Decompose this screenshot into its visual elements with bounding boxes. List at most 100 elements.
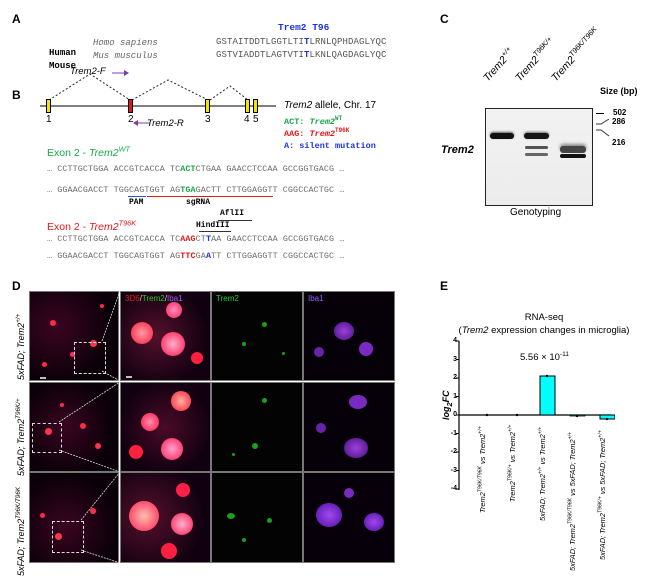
title-sup: WT — [118, 144, 131, 154]
seq-mut: T — [304, 50, 310, 60]
t96-header: Trem2 T96 — [278, 22, 330, 33]
lane-label-hom: Trem2T96K/T96K — [549, 25, 603, 84]
seq-post: LKNLQAGDAGLYQC — [309, 50, 387, 60]
signal — [232, 453, 235, 456]
y-tick: 1 — [453, 393, 457, 400]
signal — [316, 423, 326, 433]
chart-subtitle: (Trem2 expression changes in microglia) — [424, 325, 664, 336]
cat-b-sup: +/+ — [507, 424, 514, 433]
cat-b: vs Trem2 — [478, 433, 487, 467]
latin-name: Homo sapiens — [93, 38, 158, 48]
x-category-label: 5xFAD; Trem2T96K/+ vs 5xFAD; Trem2+/+ — [598, 430, 607, 560]
panel-a-label: A — [12, 12, 21, 26]
exon-4 — [245, 99, 250, 113]
exon-3 — [205, 99, 210, 113]
legend-silent: A: silent mutation — [284, 141, 376, 151]
alignment-row-mouse: Mouse — [44, 50, 76, 71]
seq-mid: CT — [195, 234, 206, 244]
plaque — [90, 508, 96, 514]
seq-pre: GSTVIADDTLAGTVTI — [216, 50, 305, 60]
merge-channel-label: 3D6/Trem2/Iba1 — [125, 294, 183, 303]
pvalue-annotation: 5.56 × 10-11 — [520, 350, 569, 363]
hindiii-label: HindIII — [196, 221, 230, 230]
exon-number: 5 — [253, 114, 259, 125]
row-prefix: 5xFAD; Trem2 — [16, 418, 26, 476]
seq-mut: T — [304, 37, 310, 47]
plaque — [166, 302, 182, 318]
signal — [364, 513, 384, 531]
seq-codon: TTC — [180, 251, 196, 261]
plaque — [55, 533, 62, 540]
aflii-label: AflII — [220, 209, 245, 218]
title-gene: Trem2 — [89, 147, 119, 159]
merge-image-het — [120, 382, 211, 472]
trem2-channel-label: Trem2 — [216, 294, 239, 303]
row-sup: +/+ — [15, 313, 22, 323]
signal — [252, 443, 258, 449]
plaque — [171, 513, 193, 535]
row-label-wt: 5xFAD; Trem2+/+ — [15, 313, 26, 380]
plaque — [129, 501, 159, 531]
band-502 — [524, 133, 549, 139]
panel-e-label: E — [440, 279, 449, 293]
zoom-region-box — [74, 342, 106, 374]
legend-sup: T96K — [335, 127, 350, 135]
allele-rest: allele, Chr. 17 — [312, 100, 377, 111]
y-tick: -4 — [450, 485, 457, 492]
gel-image — [485, 108, 593, 206]
pam-underline — [128, 196, 146, 197]
exon-5 — [253, 99, 258, 113]
plaque — [45, 428, 52, 435]
plaque — [131, 322, 153, 344]
title-gene: Trem2 — [89, 221, 119, 233]
legend-gene: Trem2 — [309, 117, 336, 127]
plaque — [95, 443, 101, 449]
zoom-region-box — [32, 423, 62, 453]
title-prefix: Exon 2 - — [47, 221, 90, 233]
cat-b: vs 5xFAD; Trem2 — [568, 439, 577, 498]
plaque — [161, 332, 185, 356]
paren: ( — [458, 325, 462, 336]
plaque — [176, 483, 190, 497]
gel-row-label: Trem2 — [441, 144, 474, 156]
signal — [227, 513, 235, 519]
gel-caption: Genotyping — [510, 207, 562, 218]
iba1-image-wt: Iba1 — [303, 291, 395, 381]
seq-post: AA GAACCTCCAA GCCGGTGACG … — [211, 234, 345, 244]
signal — [344, 488, 354, 498]
iba1-channel-label: Iba1 — [308, 294, 324, 303]
wt-seq-sense: … CCTTGCTGGA ACCGTCACCA TCACTCTGAA GAACC… — [47, 164, 344, 174]
trem2-image-het — [211, 382, 303, 472]
iba1-image-het — [303, 382, 395, 472]
allele-label: Trem2 allele, Chr. 17 — [284, 100, 376, 111]
subtitle-gene: Trem2 — [461, 325, 489, 336]
exon-1 — [46, 99, 51, 113]
pvalue-base: 5.56 × 10 — [520, 352, 560, 363]
exon-number: 4 — [244, 114, 250, 125]
plaque — [141, 413, 159, 431]
seq-post: GACTT CTTGGAGGTT CGGCCACTGC … — [195, 185, 345, 195]
cat-b-sup: +/+ — [477, 426, 484, 434]
plaque — [80, 423, 86, 429]
plaque — [191, 352, 203, 364]
seq-post: CTGAA GAACCTCCAA GCCGGTGACG … — [195, 164, 345, 174]
pvalue-exp: -11 — [559, 350, 569, 358]
channel-3d6: 3D6 — [125, 294, 140, 303]
signal — [242, 538, 246, 542]
seq-pre: … CCTTGCTGGA ACCGTCACCA TC — [47, 164, 181, 174]
hindiii-underline — [199, 231, 231, 232]
mut-seq-antisense: … GGAACGACCT TGGCAGTGGT AGTTCGAATT CTTGG… — [47, 251, 344, 261]
reverse-arrow-icon — [133, 120, 138, 126]
legend-gene: Trem2 — [309, 129, 336, 139]
signal — [262, 322, 267, 327]
channel-iba1: Iba1 — [166, 294, 183, 303]
cat-a: Trem2 — [508, 481, 517, 502]
y-tick: -1 — [450, 430, 457, 437]
cat-b: vs Trem2 — [508, 432, 517, 465]
seq-silent: T — [205, 234, 212, 244]
y-tick: 2 — [453, 374, 457, 381]
legend-sup: WT — [335, 115, 343, 123]
merge-image-wt: 3D6/Trem2/Iba1 — [120, 291, 211, 381]
overview-image-het — [29, 382, 119, 472]
cat-a: 5xFAD; Trem2 — [538, 474, 547, 521]
